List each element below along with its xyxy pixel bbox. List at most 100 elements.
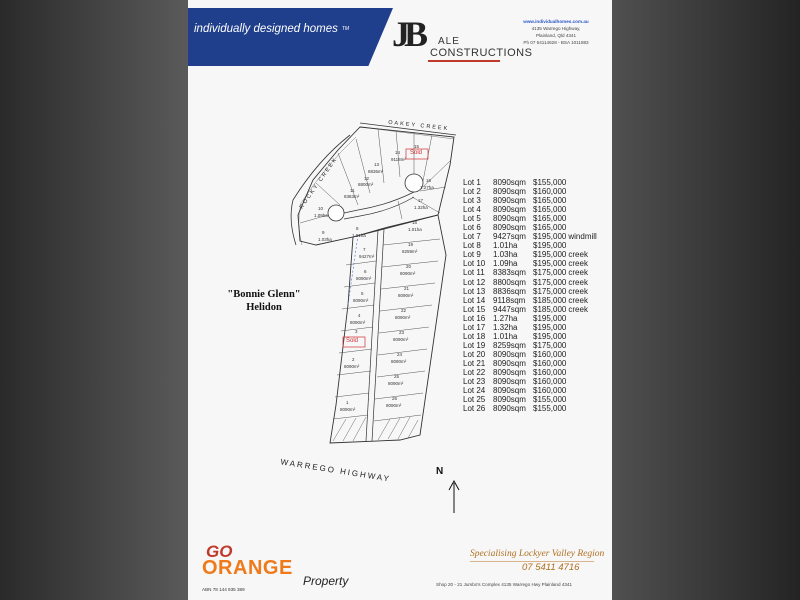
map-area-lot-18: 1.01ha: [408, 227, 422, 232]
map-area-lot-19: 8259m²: [402, 249, 418, 254]
map-area-lot-20: 8090m²: [400, 271, 416, 276]
map-area-lot-22: 8090m²: [395, 315, 411, 320]
map-area-lot-6: 8090m²: [356, 276, 372, 281]
price-row-lot: Lot 6: [463, 223, 481, 233]
map-lot-25: 25: [394, 374, 400, 379]
map-lot-7: 7: [363, 247, 366, 252]
price-row-size: 1.01ha: [493, 241, 518, 251]
price-row-size: 8800sqm: [493, 277, 526, 287]
price-row-size: 9447sqm: [493, 304, 526, 314]
map-area-lot-4: 8090m²: [350, 320, 366, 325]
price-row-size: 8090sqm: [493, 223, 526, 233]
price-row-price: $165,000: [533, 214, 567, 224]
price-row-lot: Lot 16: [463, 313, 486, 323]
price-row-price: $175,000: [533, 340, 567, 350]
map-area-lot-5: 8090m²: [353, 298, 369, 303]
builder-address-2: Plainland, Qld 4341: [535, 33, 577, 38]
price-row-size: 8090sqm: [493, 349, 526, 359]
jb-dale-logo: JB ALE CONSTRUCTIONS: [388, 14, 532, 66]
map-area-lot-14: 9118m²: [391, 157, 406, 162]
price-row-price: $195,000: [533, 241, 567, 251]
south-block-outline: [329, 214, 447, 444]
price-row-size: 1.32ha: [493, 322, 518, 332]
rocky-creek-line: [290, 134, 351, 246]
price-row-lot: Lot 9: [463, 250, 481, 260]
oakey-creek-line: [359, 122, 457, 136]
agency-address: Shop 20 - 21 Jumbo's Complex 4135 Warreg…: [436, 582, 573, 587]
price-row-lot: Lot 13: [463, 286, 486, 296]
map-lot-10: 10: [318, 206, 324, 211]
internal-road-north: [343, 191, 415, 214]
north-block-outline: [297, 126, 455, 246]
map-lot-2: 2: [352, 357, 355, 362]
photo-background-left: [0, 0, 188, 600]
map-lot-21: 21: [404, 286, 410, 291]
price-row-size: 8090sqm: [493, 395, 526, 405]
agency-phone: 07 5411 4716: [522, 562, 580, 573]
map-area-lot-24: 8090m²: [391, 359, 407, 364]
map-area-lot-21: 8090m²: [398, 293, 414, 298]
price-row-size: 8090sqm: [493, 358, 526, 368]
price-row-lot: Lot 1: [463, 178, 481, 187]
photo-background-right: [612, 0, 800, 600]
price-row-lot: Lot 8: [463, 241, 481, 251]
logo-word-constructions: CONSTRUCTIONS: [430, 47, 533, 59]
price-row-price: $175,000: [533, 286, 567, 296]
price-row-lot: Lot 4: [463, 205, 481, 215]
map-lot-5: 5: [361, 291, 364, 296]
map-lot-20: 20: [406, 264, 412, 269]
price-row-lot: Lot 10: [463, 259, 486, 269]
agency-logo-property: Property: [303, 574, 349, 588]
price-row-price: $195,000: [533, 331, 567, 341]
logo-swoosh: [428, 60, 500, 62]
price-row-price: $160,000: [533, 386, 567, 396]
central-road-west: [365, 229, 379, 442]
map-lot-11: 11: [350, 188, 355, 193]
price-row-lot: Lot 20: [463, 349, 486, 359]
price-row-price: $155,000: [533, 404, 567, 414]
price-row-price: $165,000: [533, 205, 567, 215]
header-banner: [188, 8, 393, 66]
map-area-lot-16: 1.27ha: [420, 185, 434, 190]
central-road-east: [371, 228, 385, 442]
price-row-size: 8383sqm: [493, 268, 526, 278]
map-lot-23: 23: [399, 330, 405, 335]
highway-frontage-hatch: [332, 416, 419, 442]
price-row-price: $195,000: [533, 313, 567, 323]
price-row-lot: Lot 14: [463, 295, 486, 305]
map-lot-17: 17: [418, 198, 424, 203]
price-row-lot: Lot 24: [463, 386, 486, 396]
map-lot-6: 6: [364, 269, 367, 274]
subdivision-plan: [290, 122, 460, 513]
price-row-size: 8090sqm: [493, 178, 526, 187]
north-label: N: [436, 466, 444, 477]
price-row-price: $175,000: [533, 268, 567, 278]
price-row-price: $160,000: [533, 377, 567, 387]
price-row-note: creek: [568, 250, 588, 260]
price-row-note: creek: [568, 268, 588, 278]
price-row-note: creek: [568, 277, 588, 287]
price-row-lot: Lot 7: [463, 232, 481, 242]
price-row-size: 9427sqm: [493, 232, 526, 242]
map-lot-22: 22: [401, 308, 407, 313]
map-lot-16: 16: [426, 178, 432, 183]
map-lot-12: 12: [364, 176, 370, 181]
internal-road-north-2: [343, 196, 415, 220]
map-lot-4: 4: [358, 313, 361, 318]
builder-website[interactable]: www.individualhomes.com.au: [523, 19, 589, 24]
price-row-price: $155,000: [533, 395, 567, 405]
